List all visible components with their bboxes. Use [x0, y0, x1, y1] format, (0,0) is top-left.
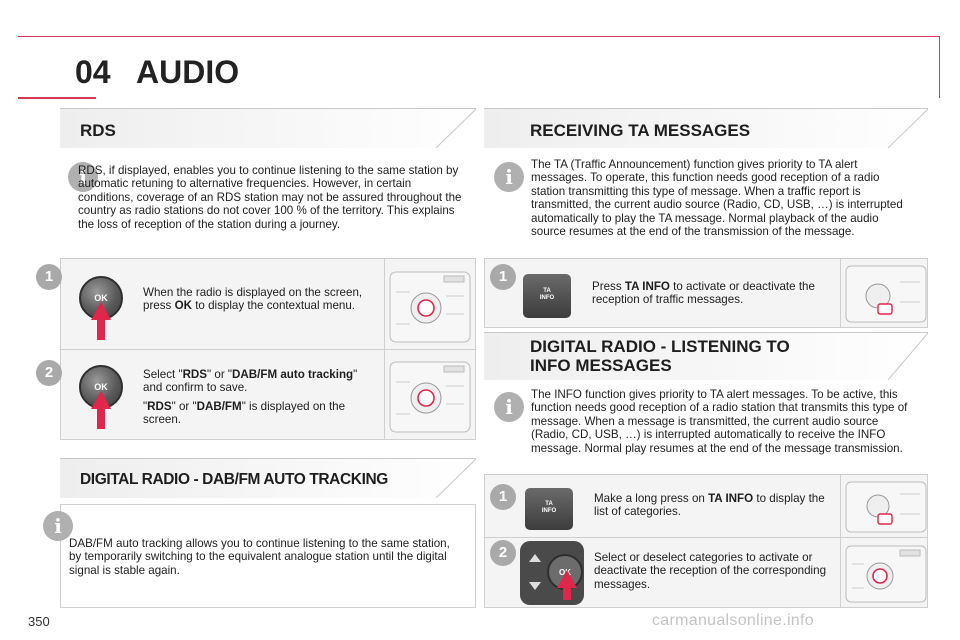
page-number: 350: [28, 614, 50, 629]
chapter-frame: [18, 36, 940, 98]
digital-step-2-text: Select or deselect categories to activat…: [594, 551, 827, 591]
rds-step-1-text: When the radio is displayed on the scree…: [143, 286, 363, 313]
dab-info-text: DAB/FM auto tracking allows you to conti…: [69, 537, 450, 577]
radio-console-image: [389, 271, 471, 343]
arrow-stem: [97, 318, 105, 340]
image-divider: [840, 258, 841, 328]
info-icon: i: [43, 511, 73, 541]
step-divider: [484, 537, 928, 538]
ta-info-panel: i The TA (Traffic Announcement) function…: [484, 150, 928, 252]
ta-section-header: RECEIVING TA MESSAGES: [484, 108, 928, 148]
radio-console-image: [845, 265, 927, 323]
dab-title: DIGITAL RADIO - DAB/FM AUTO TRACKING: [80, 471, 388, 488]
arrow-stem: [563, 586, 571, 600]
info-icon: i: [68, 162, 98, 192]
chapter-number: 04: [75, 54, 111, 90]
info-icon: i: [494, 162, 524, 192]
ta-info-button-icon: TA INFO: [525, 488, 573, 530]
step-divider: [60, 349, 476, 350]
chapter-title: AUDIO: [136, 54, 240, 90]
arrow-up-icon: [91, 302, 111, 320]
ta-info-text: The TA (Traffic Announcement) function g…: [531, 158, 903, 239]
digital-info-text: The INFO function gives priority to TA a…: [531, 388, 908, 455]
radio-console-image: [845, 545, 927, 603]
chapter-underline: [18, 97, 96, 99]
arrow-up-icon: [91, 391, 111, 409]
radio-console-image: [389, 361, 471, 433]
rds-section-header: RDS: [60, 108, 476, 148]
rds-info-text: RDS, if displayed, enables you to contin…: [78, 164, 462, 231]
dab-info-panel: i DAB/FM auto tracking allows you to con…: [43, 504, 476, 608]
step-2-badge: 2: [36, 360, 62, 386]
dab-section-header: DIGITAL RADIO - DAB/FM AUTO TRACKING: [60, 458, 476, 498]
watermark: carmanualsonline.info: [652, 612, 814, 629]
rds-info-panel: i RDS, if displayed, enables you to cont…: [60, 150, 476, 250]
digital-section-header: DIGITAL RADIO - LISTENING TO INFO MESSAG…: [484, 332, 928, 380]
rds-title: RDS: [80, 121, 116, 140]
arrow-stem: [97, 407, 105, 429]
ta-title: RECEIVING TA MESSAGES: [530, 121, 751, 140]
digital-step-1-text: Make a long press on TA INFO to display …: [594, 492, 825, 519]
image-divider: [384, 258, 385, 440]
digital-title: DIGITAL RADIO - LISTENING TO INFO MESSAG…: [530, 337, 790, 375]
step-2-badge: 2: [490, 540, 516, 566]
step-1-badge: 1: [36, 264, 62, 290]
step-1-badge: 1: [490, 264, 516, 290]
image-divider: [840, 474, 841, 608]
radio-console-image: [845, 481, 927, 533]
ta-step-1-text: Press TA INFO to activate or deactivate …: [592, 280, 815, 307]
info-icon: i: [494, 392, 524, 422]
ta-info-button-icon: TA INFO: [523, 274, 571, 318]
rds-step-2-text: Select "RDS" or "DAB/FM auto tracking" a…: [143, 368, 358, 427]
arrow-up-icon: [557, 570, 577, 588]
digital-info-panel: i The INFO function gives priority to TA…: [484, 382, 928, 470]
step-1-badge: 1: [490, 484, 516, 510]
